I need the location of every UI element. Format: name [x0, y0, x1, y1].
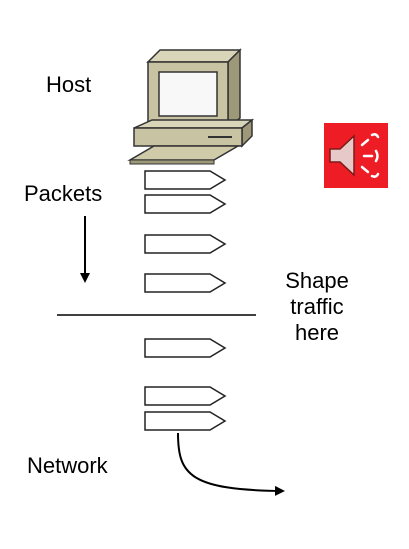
host-computer-icon: [127, 48, 255, 165]
packet-icon: [144, 411, 227, 431]
speaker-icon: [329, 133, 380, 178]
shape-line-1: Shape: [285, 268, 349, 293]
network-label: Network: [27, 453, 108, 478]
shape-line-2: traffic: [290, 294, 344, 319]
shape-line-3: here: [294, 320, 340, 345]
packet-icon: [144, 170, 227, 190]
network-curved-arrow: [177, 432, 285, 496]
packet-icon: [144, 273, 227, 293]
speaker-button[interactable]: [324, 123, 388, 188]
packet-queue: [144, 170, 227, 431]
packet-icon: [144, 234, 227, 254]
shape-traffic-label: Shape traffic here: [262, 268, 372, 346]
packets-label: Packets: [24, 181, 103, 206]
packet-icon: [144, 194, 227, 214]
packet-icon: [144, 338, 227, 358]
packet-icon: [144, 386, 227, 406]
host-label: Host: [46, 72, 92, 97]
